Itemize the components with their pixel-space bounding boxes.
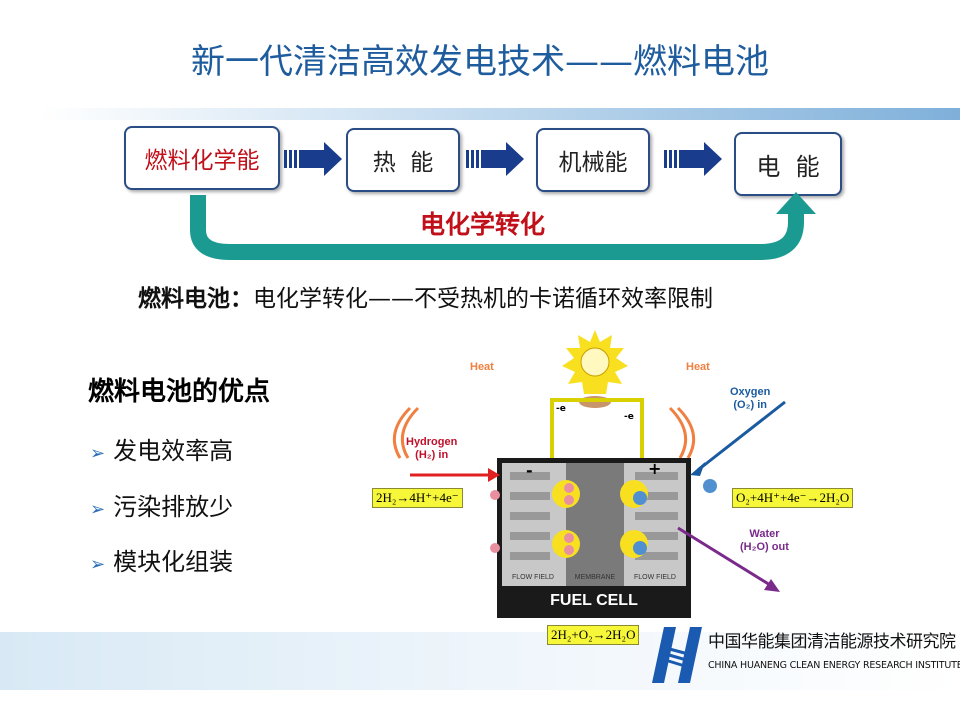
bypass-arrow-icon — [190, 192, 816, 260]
flow-step-heat: 热 能 — [346, 128, 460, 192]
huaneng-logo-icon — [652, 627, 702, 683]
water-out-line: Water — [749, 528, 780, 540]
light-bulb-icon — [562, 330, 628, 408]
flow-step-chemical: 燃料化学能 — [124, 126, 280, 190]
bullet-icon: ➢ — [90, 443, 106, 464]
water-out-label: Water(H₂O) out — [740, 528, 789, 554]
subtitle-text: 电化学转化——不受热机的卡诺循环效率限制 — [253, 286, 713, 312]
advantages-title: 燃料电池的优点 — [88, 377, 271, 407]
arrow-icon — [466, 142, 524, 176]
cathode-equation: O₂+4H⁺+4e⁻→2H₂O — [732, 488, 854, 508]
flow-field-left-label: FLOW FIELD — [511, 574, 554, 581]
minus-terminal: - — [526, 461, 533, 480]
flow-step-electric: 电 能 — [734, 132, 842, 196]
bypass-label: 电化学转化 — [420, 210, 546, 239]
arrow-icon — [284, 142, 342, 176]
logo-en: CHINA HUANENG CLEAN ENERGY RESEARCH INST… — [708, 660, 960, 671]
electron-label: -e — [556, 404, 566, 414]
oxygen-in-line: Oxygen — [730, 386, 771, 398]
water-out-line: (H₂O) out — [740, 541, 789, 553]
membrane-label: MEMBRANE — [574, 574, 616, 581]
flow-field-right-label: FLOW FIELD — [633, 574, 676, 581]
header-bar — [40, 108, 960, 120]
advantage-text: 污染排放少 — [113, 493, 234, 521]
fuel-cell-diagram — [392, 330, 786, 618]
hydrogen-in-line: (H₂) in — [415, 449, 449, 461]
bullet-icon: ➢ — [90, 554, 106, 575]
hydrogen-in-line: Hydrogen — [406, 436, 458, 448]
oxygen-in-label: Oxygen(O₂) in — [730, 386, 770, 412]
flow-step-mechanical: 机械能 — [536, 128, 650, 192]
advantage-text: 模块化组装 — [113, 548, 234, 576]
oxygen-in-line: (O₂) in — [733, 399, 767, 411]
bullet-icon: ➢ — [90, 499, 106, 520]
anode-equation: 2H₂→4H⁺+4e⁻ — [372, 488, 463, 508]
advantage-item: ➢ 发电效率高 — [90, 436, 233, 469]
fuel-cell-label: FUEL CELL — [550, 592, 638, 609]
advantage-item: ➢ 模块化组装 — [90, 547, 233, 580]
advantage-item: ➢ 污染排放少 — [90, 492, 233, 525]
plus-terminal: + — [648, 459, 662, 478]
footer-band — [0, 632, 960, 690]
electron-label: -e — [624, 412, 634, 422]
heat-label-right: Heat — [686, 361, 710, 373]
overall-equation: 2H₂+O₂→2H₂O — [547, 625, 640, 645]
advantage-text: 发电效率高 — [113, 437, 234, 465]
subtitle-bold: 燃料电池： — [138, 286, 253, 312]
hydrogen-in-label: Hydrogen(H₂) in — [406, 436, 457, 462]
arrow-icon — [664, 142, 722, 176]
heat-label-left: Heat — [470, 361, 494, 373]
subtitle: 燃料电池：电化学转化——不受热机的卡诺循环效率限制 — [138, 285, 713, 313]
logo-cn: 中国华能集团清洁能源技术研究院 — [708, 632, 956, 652]
slide-title: 新一代清洁高效发电技术——燃料电池 — [191, 42, 769, 82]
